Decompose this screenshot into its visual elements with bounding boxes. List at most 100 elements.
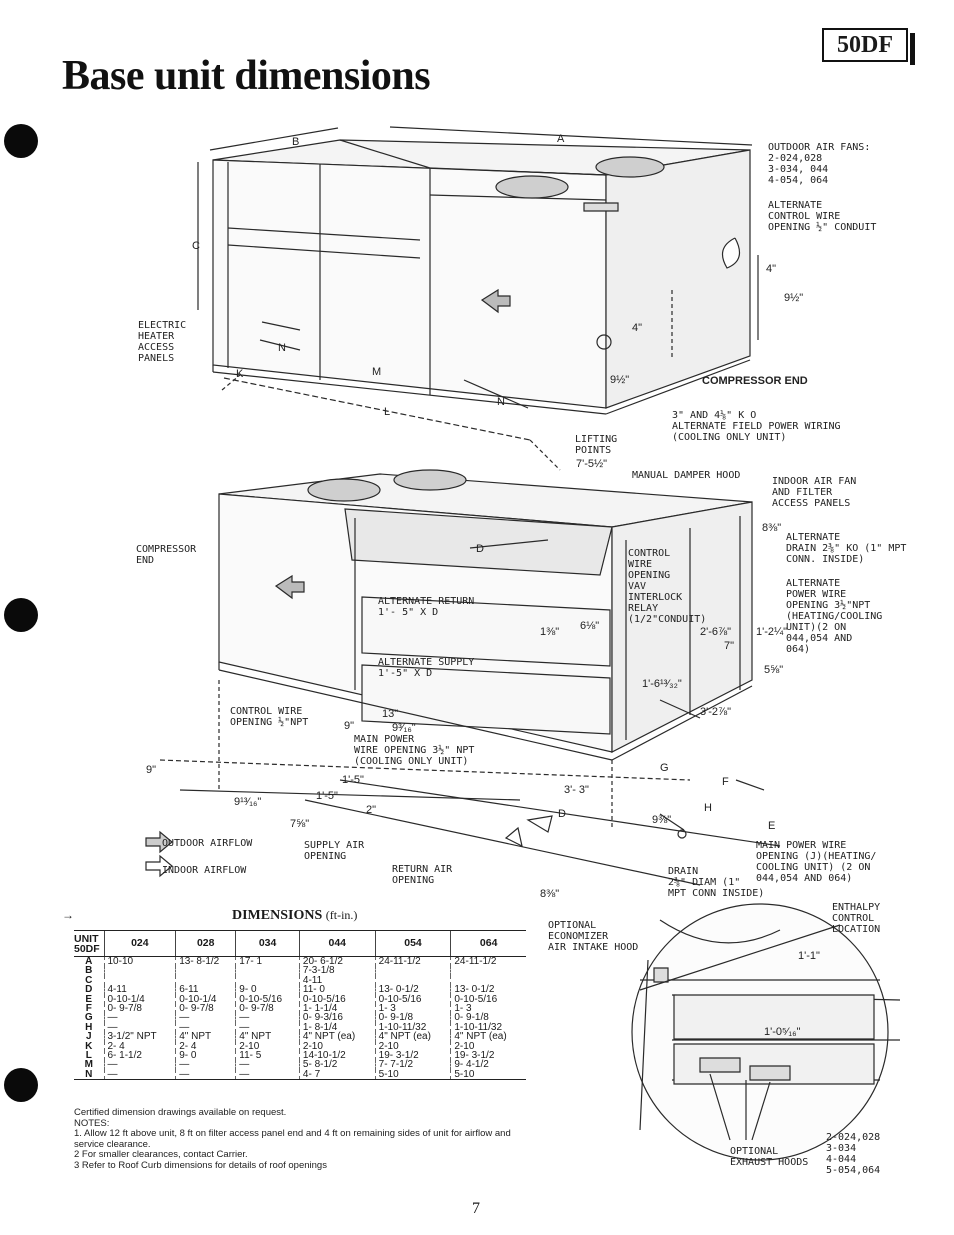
table-cell: 2-10: [298, 1041, 376, 1051]
dim-3-2-label: 3'-2⅞": [700, 706, 732, 718]
row-key: N: [74, 1069, 104, 1081]
table-cell: —: [103, 1060, 176, 1070]
indoor-fan-label: INDOOR AIR FAN AND FILTER ACCESS PANELS: [772, 476, 857, 509]
dim-4-middle-label: 4": [632, 322, 643, 334]
table-cell: 19- 3-1/2: [450, 1050, 526, 1061]
dim-a-label: A: [557, 133, 565, 145]
table-cell: 2- 4: [175, 1041, 236, 1051]
table-cell: 0- 9-1/8: [374, 1013, 451, 1023]
table-cell: 4" NPT (ea): [298, 1032, 376, 1042]
notes-heading: NOTES:: [74, 1117, 110, 1129]
header-044: 044: [298, 930, 376, 957]
row-key: E: [85, 993, 93, 1005]
punch-hole-top: [4, 124, 38, 158]
table-cell: 24-11-1/2: [450, 956, 526, 966]
note-1: 1. Allow 12 ft above unit, 8 ft on filte…: [74, 1128, 511, 1150]
indoor-airflow-label: INDOOR AIRFLOW: [162, 865, 247, 876]
table-cell: —: [175, 1022, 236, 1033]
table-cell: 0- 9-7/8: [235, 1003, 300, 1014]
outdoor-fans-label: OUTDOOR AIR FANS: 2-024,028 3-034, 044 4…: [768, 142, 871, 186]
dim-e-label: E: [768, 820, 776, 832]
dim-9-mid-label: 9": [344, 720, 355, 732]
row-key: H: [85, 1021, 93, 1033]
table-cell: —: [235, 1013, 300, 1023]
table-cell: [103, 966, 176, 976]
alternate-power-label: ALTERNATE POWER WIRE OPENING 3½"NPT (HEA…: [786, 578, 883, 655]
alternate-return-label: ALTERNATE RETURN 1'- 5" x D: [378, 596, 475, 618]
alternate-supply-label: ALTERNATE SUPPLY 1'-5" x D: [378, 657, 475, 679]
table-cell: 4" NPT: [235, 1032, 300, 1042]
dim-5-label: 5⅝": [764, 664, 784, 676]
dim-9-13-label: 9¹³⁄₁₆": [234, 796, 262, 808]
header-028: 028: [175, 930, 236, 957]
table-cell: [374, 975, 451, 986]
table-cell: 19- 3-1/2: [374, 1050, 451, 1061]
table-cell: 2- 4: [103, 1041, 176, 1051]
table-cell: 24-11-1/2: [374, 956, 451, 966]
dim-9-left-label: 9": [146, 764, 157, 776]
dim-d-bottom-label: D: [558, 808, 566, 820]
dim-9-3-label: 9⅜": [652, 814, 672, 826]
alternate-drain-label: ALTERNATE DRAIN 2⅜" KO (1" MPT CONN. INS…: [786, 532, 907, 565]
table-cell: 1-10-11/32: [374, 1022, 451, 1033]
table-cell: 4" NPT (ea): [450, 1032, 526, 1042]
table-cell: [175, 966, 236, 976]
dim-n-bottom-label: N: [497, 396, 505, 408]
dim-h-label: H: [704, 802, 712, 814]
dim-d-top-label: D: [476, 543, 484, 555]
table-cell: 0-10-5/16: [450, 994, 526, 1004]
arrow-marker: →: [62, 908, 74, 922]
table-cell: —: [103, 1013, 176, 1023]
punch-hole-middle: [4, 598, 38, 632]
table-cell: 13- 8-1/2: [175, 956, 236, 966]
table-cell: 0- 9-7/8: [103, 1003, 176, 1014]
table-cell: 14-10-1/2: [298, 1050, 376, 1061]
note-2: 2 For smaller clearances, contact Carrie…: [74, 1149, 248, 1160]
table-cell: [450, 966, 526, 976]
table-cell: 2-10: [235, 1041, 300, 1051]
table-cell: 0- 9-7/8: [175, 1003, 236, 1014]
table-cell: —: [175, 1013, 236, 1023]
dim-n-top-label: N: [278, 342, 286, 354]
drain-label: DRAIN 2⅜" DIAM (1" MPT CONN INSIDE): [668, 866, 765, 899]
electric-heater-label: ELECTRIC HEATER ACCESS PANELS: [138, 320, 187, 364]
dim-3-3-label: 3'- 3": [564, 784, 589, 796]
dim-9-16-label: 9³⁄₁₆": [392, 722, 416, 734]
table-cell: 11- 5: [235, 1050, 300, 1061]
table-cell: 2-10: [450, 1041, 526, 1051]
indoor-airflow-icon: [146, 856, 172, 876]
dim-2-6-label: 2'-6⅞": [700, 626, 732, 638]
dim-m-label: M: [372, 366, 382, 378]
table-cell: 0-10-5/16: [374, 994, 451, 1004]
bottom-unit-drawing: [160, 470, 780, 885]
economizer-hood-label: OPTIONAL ECONOMIZER AIR INTAKE HOOD: [548, 920, 639, 953]
row-key: F: [85, 1003, 92, 1015]
manual-damper-label: MANUAL DAMPER HOOD: [632, 470, 741, 481]
table-cell: 20- 6-1/2: [298, 956, 376, 966]
table-cell: —: [235, 1069, 300, 1081]
table-cell: 0-10-1/4: [103, 994, 176, 1004]
header-054: 054: [374, 930, 451, 957]
dim-1-label: 1⅜": [540, 626, 560, 638]
dim-b-label: B: [292, 136, 300, 148]
table-cell: [374, 966, 451, 976]
note-3: 3 Refer to Roof Curb dimensions for deta…: [74, 1159, 327, 1171]
outdoor-airflow-label: OUTDOOR AIRFLOW: [162, 838, 253, 849]
table-cell: —: [235, 1060, 300, 1070]
table-cell: 9- 0: [235, 984, 300, 995]
table-cell: [175, 975, 236, 986]
table-cell: 7- 7-1/2: [374, 1060, 451, 1070]
dim-1-5-lower-label: 1'-5": [316, 790, 338, 802]
table-cell: 1- 1-1/4: [298, 1003, 376, 1014]
dim-7-label: 7'-5½": [576, 458, 608, 470]
exhaust-counts-label: 2-024,028 3-034 4-044 5-054,064: [826, 1132, 881, 1176]
